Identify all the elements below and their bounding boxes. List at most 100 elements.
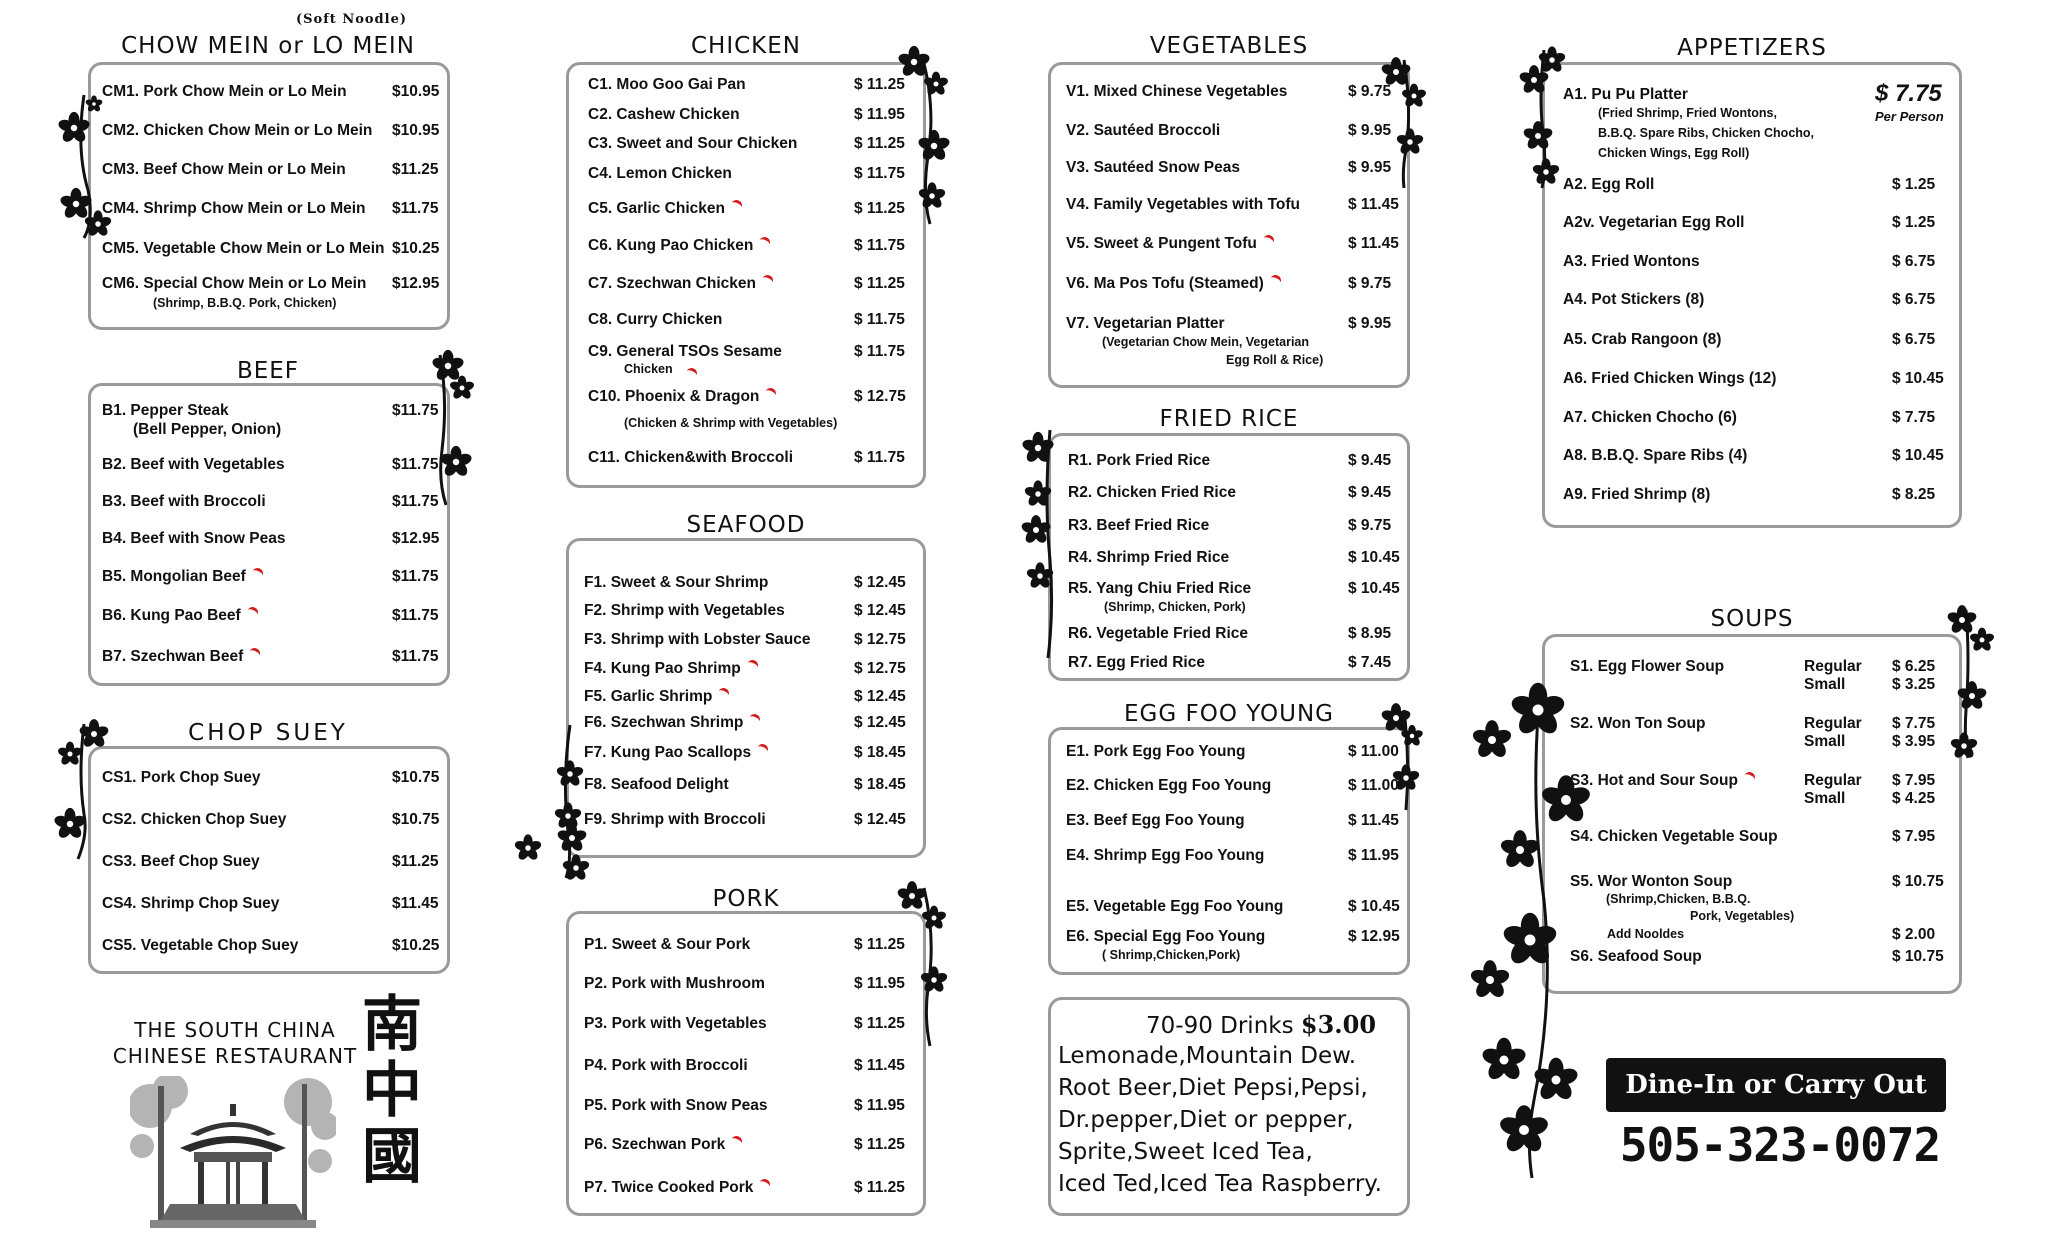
menu-item-label: A4. Pot Stickers (8) <box>1563 291 1705 308</box>
menu-item-label: CS5. Vegetable Chop Suey <box>102 937 299 954</box>
menu-item-name: CM2. Chicken Chow Mein or Lo Mein <box>102 122 372 140</box>
menu-item-price: $11.25 <box>392 853 439 870</box>
menu-item-price: $ 10.45 <box>1348 549 1400 566</box>
menu-item-price: $ 11.95 <box>1348 847 1399 864</box>
menu-item-price: $ 9.95 <box>1348 315 1392 332</box>
menu-item-name: C1. Moo Goo Gai Pan <box>588 76 746 94</box>
menu-item-price: $ 11.25 <box>854 1015 905 1032</box>
menu-item-name: F7. Kung Pao Scallops <box>584 742 770 762</box>
menu-item-label: CS3. Beef Chop Suey <box>102 853 260 870</box>
menu-item-name: F6. Szechwan Shrimp <box>584 712 763 732</box>
menu-item-price: $ 11.95 <box>854 1097 905 1114</box>
pepper-icon <box>757 235 773 250</box>
chicken-title: CHICKEN <box>690 33 802 59</box>
menu-item-name: C4. Lemon Chicken <box>588 165 732 183</box>
menu-item-label: F1. Sweet & Sour Shrimp <box>584 574 769 591</box>
menu-item-price: $ 11.25 <box>854 76 905 93</box>
menu-item-label: P2. Pork with Mushroom <box>584 975 765 992</box>
menu-item-name: CS1. Pork Chop Suey <box>102 769 260 787</box>
menu-item-price: $ 11.95 <box>854 106 905 123</box>
menu-item-price: $10.75 <box>392 811 440 828</box>
vegetables-title: VEGETABLES <box>1149 33 1309 59</box>
menu-item-price: $10.95 <box>392 83 440 100</box>
drinks-line-3: Dr.pepper,Diet or pepper, <box>1058 1107 1354 1133</box>
menu-item-price: $ 12.45 <box>854 811 906 828</box>
menu-item-label: C6. Kung Pao Chicken <box>588 237 754 254</box>
chinese-char-3: 國 <box>362 1122 422 1192</box>
menu-item-name: V5. Sweet & Pungent Tofu <box>1066 233 1276 253</box>
menu-item-name: P3. Pork with Vegetables <box>584 1015 767 1033</box>
s3-small-price: $ 4.25 <box>1892 790 1936 807</box>
menu-item-label: F6. Szechwan Shrimp <box>584 714 744 731</box>
s3-regular-label: Regular <box>1804 772 1862 789</box>
menu-item-name: CM4. Shrimp Chow Mein or Lo Mein <box>102 200 366 218</box>
egg-foo-young-title: EGG FOO YOUNG <box>1124 701 1334 727</box>
menu-item-price: $ 11.25 <box>854 275 905 292</box>
menu-item-name: R1. Pork Fried Rice <box>1068 452 1210 470</box>
flower-vine-icon <box>58 94 112 239</box>
fried-rice-box <box>1048 433 1410 681</box>
menu-item-price: $ 9.75 <box>1348 517 1392 534</box>
menu-item-price: $ 11.45 <box>1348 812 1399 829</box>
c10-sub: (Chicken & Shrimp with Vegetables) <box>624 416 838 430</box>
s2-name: S2. Won Ton Soup <box>1570 715 1706 732</box>
menu-item-name: R3. Beef Fried Rice <box>1068 517 1209 535</box>
a1-per-person: Per Person <box>1875 109 1944 124</box>
menu-item-name: P7. Twice Cooked Pork <box>584 1177 773 1197</box>
s4-price: $ 7.95 <box>1892 828 1936 845</box>
menu-item-label: R4. Shrimp Fried Rice <box>1068 549 1230 566</box>
menu-item-name: C3. Sweet and Sour Chicken <box>588 135 797 153</box>
flower-vine-icon <box>432 349 474 506</box>
menu-item-label: B7. Szechwan Beef <box>102 648 244 665</box>
menu-item-label: R5. Yang Chiu Fried Rice <box>1068 580 1252 597</box>
menu-item-label: F7. Kung Pao Scallops <box>584 744 752 761</box>
pepper-icon <box>755 742 770 757</box>
menu-item-price: $10.95 <box>392 122 440 139</box>
menu-item-name: CS5. Vegetable Chop Suey <box>102 937 298 955</box>
menu-item-name: B2. Beef with Vegetables <box>102 456 285 474</box>
menu-item-label: P5. Pork with Snow Peas <box>584 1097 768 1114</box>
pepper-icon <box>250 566 265 581</box>
menu-item-label: B3. Beef with Broccoli <box>102 493 266 510</box>
chicken-box <box>566 62 926 488</box>
menu-item-price: $11.75 <box>392 200 439 217</box>
menu-item-price: $ 12.75 <box>854 388 906 405</box>
menu-item-name: V7. Vegetarian Platter <box>1066 315 1225 333</box>
menu-item-name: F8. Seafood Delight <box>584 776 729 794</box>
menu-item-price: $ 12.75 <box>854 660 906 677</box>
menu-item-price: $ 11.25 <box>854 1179 905 1196</box>
menu-item-label: C4. Lemon Chicken <box>588 165 732 182</box>
menu-item-label: CS2. Chicken Chop Suey <box>102 811 287 828</box>
menu-item-price: $11.75 <box>392 493 439 510</box>
menu-item-price: $ 11.95 <box>854 975 905 992</box>
menu-item-name: C11. Chicken&with Broccoli <box>588 449 793 467</box>
menu-item-label: R7. Egg Fried Rice <box>1068 654 1205 671</box>
s2-small-label: Small <box>1804 733 1846 750</box>
s3-name-text: S3. Hot and Sour Soup <box>1570 772 1738 789</box>
egg-foo-young-box <box>1048 727 1410 975</box>
s1-regular-price: $ 6.25 <box>1892 658 1936 675</box>
v7-sub2: Egg Roll & Rice) <box>1226 353 1324 367</box>
menu-item-label: R2. Chicken Fried Rice <box>1068 484 1236 501</box>
menu-item-price: $ 12.45 <box>854 574 906 591</box>
vegetables-box <box>1048 62 1410 388</box>
menu-item-name: CM3. Beef Chow Mein or Lo Mein <box>102 161 346 179</box>
menu-item-label: C8. Curry Chicken <box>588 311 723 328</box>
menu-item-name: P4. Pork with Broccoli <box>584 1057 748 1075</box>
s6-price: $ 10.75 <box>1892 948 1944 965</box>
menu-item-label: CM1. Pork Chow Mein or Lo Mein <box>102 83 347 100</box>
pepper-icon <box>729 198 744 213</box>
menu-item-name: B1. Pepper Steak <box>102 402 229 420</box>
menu-item-label: E3. Beef Egg Foo Young <box>1066 812 1245 829</box>
menu-item-label: B2. Beef with Vegetables <box>102 456 285 473</box>
menu-item-label: F9. Shrimp with Broccoli <box>584 811 766 828</box>
s2-regular-label: Regular <box>1804 715 1862 732</box>
menu-item-name: F1. Sweet & Sour Shrimp <box>584 574 768 592</box>
menu-item-name: A8. B.B.Q. Spare Ribs (4) <box>1563 447 1747 465</box>
menu-item-label: P3. Pork with Vegetables <box>584 1015 767 1032</box>
menu-item-name: A2v. Vegetarian Egg Roll <box>1563 214 1744 232</box>
menu-item-price: $ 9.75 <box>1348 275 1392 292</box>
drinks-line-5: Iced Ted,Iced Tea Raspberry. <box>1058 1171 1382 1197</box>
menu-item-label: C9. General TSOs Sesame <box>588 343 782 360</box>
menu-item-name: P6. Szechwan Pork <box>584 1134 745 1154</box>
